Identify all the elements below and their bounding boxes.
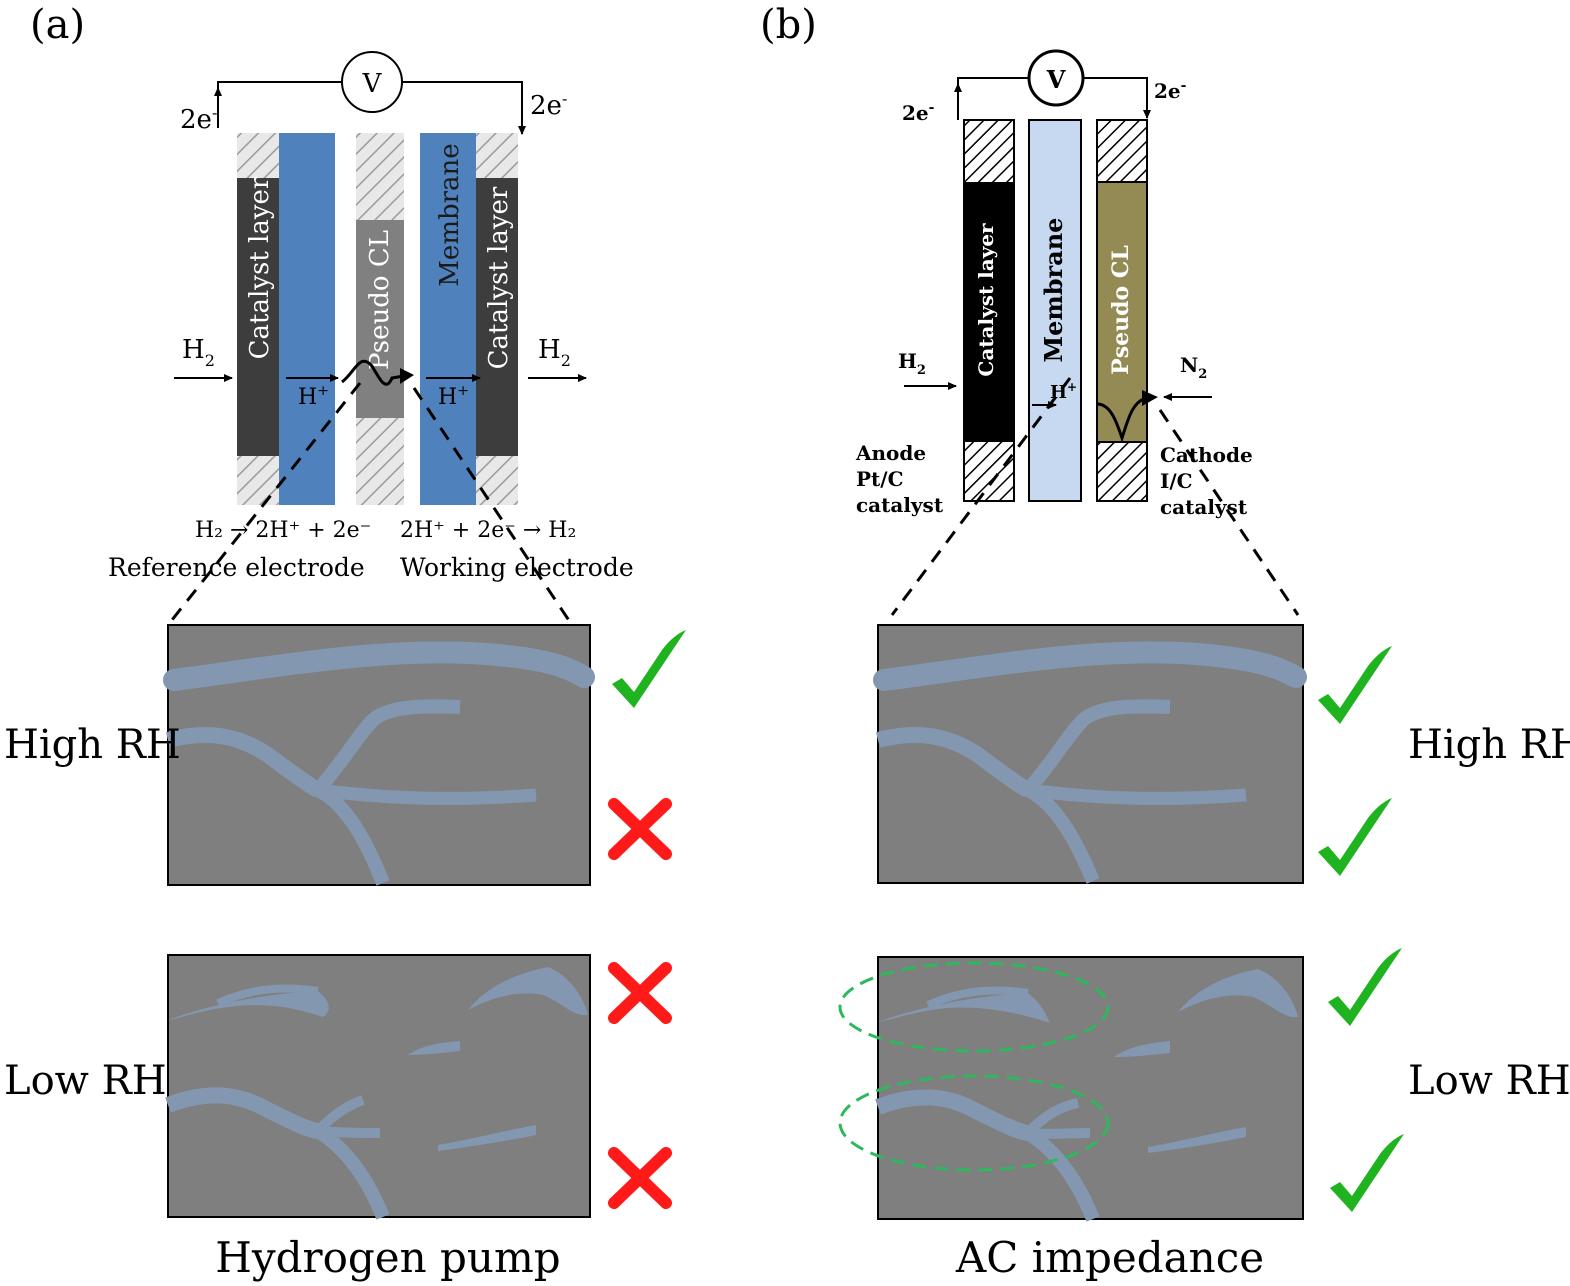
electron-label-left: 2e-	[180, 103, 217, 135]
zoom-line-left	[890, 377, 1072, 616]
voltmeter-label: V	[362, 69, 383, 99]
panel-b-low-rh-box	[838, 956, 1304, 1222]
anode-label: Anode Pt/C catalyst	[855, 441, 944, 517]
layer-label-pseudo-cl: Pseudo CL	[1108, 245, 1134, 375]
reference-electrode-label: Reference electrode	[108, 553, 365, 582]
working-electrode-label: Working electrode	[400, 553, 634, 582]
electron-label-left: 2e-	[902, 100, 935, 125]
cross-icon	[608, 1147, 672, 1209]
panel-b-high-rh-box	[873, 624, 1307, 884]
row-label-high-rh-a: High RH	[4, 722, 181, 768]
electron-label-right: 2e-	[530, 89, 567, 121]
row-label-low-rh-b: Low RH	[1408, 1058, 1570, 1104]
equation-working: 2H⁺ + 2e⁻ → H₂	[400, 518, 576, 543]
check-icon	[1318, 646, 1392, 724]
panel-a-label: (a)	[30, 2, 85, 48]
panel-b: (b) V 2e- 2e- Catalyst layer Membrane Ps…	[760, 2, 1570, 1282]
panel-a-circuit: V 2e- 2e-	[180, 51, 567, 135]
cathode-label: Cathode I/C catalyst	[1160, 443, 1260, 519]
equation-reference: H₂ → 2H⁺ + 2e⁻	[195, 518, 371, 543]
voltmeter-icon	[1027, 49, 1085, 107]
proton-label-right: H+	[438, 383, 469, 410]
caption-ac-impedance: AC impedance	[955, 1233, 1264, 1282]
check-icon	[1330, 1134, 1404, 1212]
gas-out-label: H2	[538, 335, 571, 370]
panel-a-cell: Catalyst layer Pseudo CL Membrane Cataly…	[237, 133, 518, 505]
highlight-ellipse	[838, 961, 1110, 1053]
pseudo-cl	[356, 220, 404, 418]
check-icon	[1318, 798, 1392, 876]
layer-label-catalyst: Catalyst layer	[974, 223, 998, 377]
check-icon	[612, 630, 686, 708]
layer-label-membrane: Membrane	[435, 143, 465, 286]
panel-a: (a) V 2e- 2e- Catalyst layer Pseudo CL M…	[4, 2, 686, 1282]
row-label-high-rh-b: High RH	[1408, 722, 1570, 768]
layer-label-membrane: Membrane	[1039, 218, 1068, 363]
layer-label-catalyst-right: Catalyst layer	[484, 186, 514, 369]
highlight-ellipse	[838, 1074, 1110, 1172]
layer-label-catalyst-left: Catalyst layer	[245, 176, 275, 359]
anode-catalyst-layer	[237, 178, 279, 456]
row-label-low-rh-a: Low RH	[4, 1058, 167, 1104]
proton-path-dip	[1096, 396, 1147, 443]
panel-a-high-rh-box	[163, 624, 595, 886]
cross-icon	[608, 962, 672, 1024]
membrane	[1028, 119, 1082, 502]
check-icon	[1328, 948, 1402, 1026]
panel-a-arrows: H2 H2 H+ H+	[174, 335, 587, 410]
layer-label-pseudo-cl: Pseudo CL	[365, 230, 395, 370]
panel-b-circuit: V 2e- 2e-	[902, 49, 1187, 125]
panel-b-label: (b)	[760, 2, 817, 48]
cross-icon	[608, 798, 672, 860]
panel-b-cell: Catalyst layer Membrane Pseudo CL	[963, 119, 1148, 502]
zoom-line-right	[1158, 409, 1300, 616]
gas-in-label: H2	[898, 349, 926, 378]
zoom-line-left	[166, 382, 362, 626]
voltmeter-icon	[341, 51, 403, 113]
gas-in-label: H2	[182, 335, 215, 370]
cathode-membrane	[420, 133, 476, 505]
panel-a-low-rh-box	[165, 954, 591, 1220]
proton-label-left: H+	[298, 383, 329, 410]
gas-cathode-label: N2	[1180, 353, 1207, 382]
pseudo-cl	[1096, 181, 1148, 443]
panel-b-arrows: H2 N2 H+	[898, 349, 1212, 443]
electron-label-right: 2e-	[1154, 78, 1187, 103]
voltmeter-label: V	[1046, 65, 1066, 94]
anode-catalyst-layer	[964, 182, 1014, 442]
caption-hydrogen-pump: Hydrogen pump	[215, 1233, 560, 1282]
proton-path-squiggle	[341, 359, 405, 386]
anode-membrane	[279, 133, 335, 505]
cathode-catalyst-layer	[476, 178, 518, 456]
